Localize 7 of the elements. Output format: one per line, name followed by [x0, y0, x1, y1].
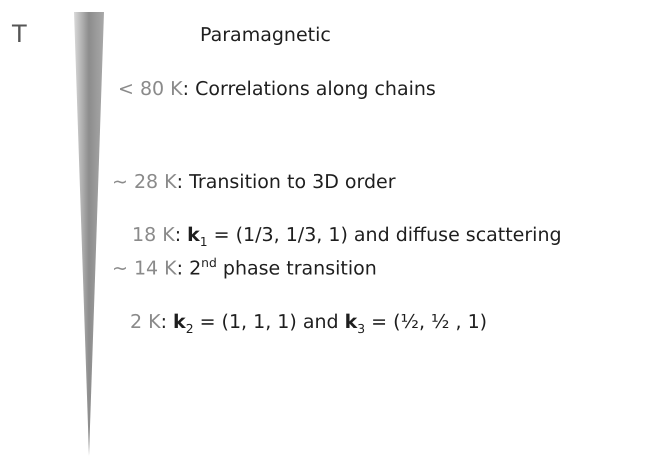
temperature-note: ~ 28 K: Transition to 3D order: [112, 171, 396, 194]
axis-label: T: [12, 20, 27, 49]
temperature-note: < 80 K: Correlations along chains: [118, 78, 436, 101]
temperature-note: 18 K: k$_{1}$ = (1/3, 1/3, 1) and diffuse scattering: [132, 224, 562, 250]
temperature-note: ~ 14 K: 2$^{nd}$ phase transition: [112, 256, 377, 280]
temperature-note: 2 K: k$_{2}$ = (1, 1, 1) and k$_{3}$ = (½, ½ , 1): [130, 311, 488, 337]
phase-label: Paramagnetic: [200, 24, 331, 47]
